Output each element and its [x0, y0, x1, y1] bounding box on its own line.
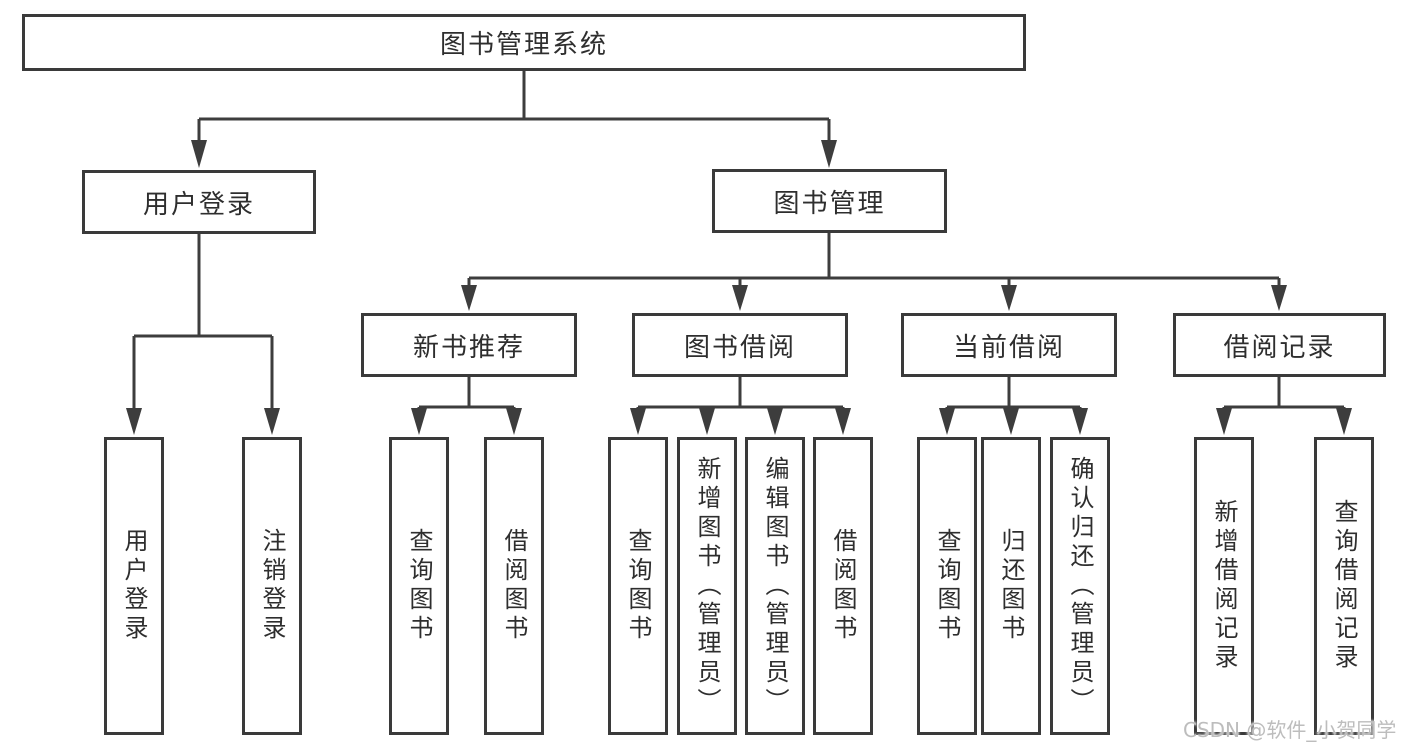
node-label: 编辑图书（管理员） [761, 455, 789, 717]
node-label: 图书管理系统 [439, 30, 608, 60]
arrowheads [126, 140, 1352, 435]
node-label: 借阅图书 [500, 528, 528, 644]
leaf-add-book-admin: 新增图书（管理员） [677, 437, 737, 735]
node-label: 查询借阅记录 [1330, 499, 1358, 673]
node-label: 用户登录 [120, 528, 148, 644]
leaf-query-books-recommend: 查询图书 [389, 437, 449, 735]
leaf-query-books-borrow: 查询图书 [608, 437, 668, 735]
node-label: 借阅图书 [829, 528, 857, 644]
node-library-system: 图书管理系统 [22, 14, 1026, 71]
node-label: 新书推荐 [412, 332, 525, 363]
leaf-borrow-books: 借阅图书 [813, 437, 873, 735]
node-label: 归还图书 [997, 528, 1025, 644]
leaf-query-borrow-record: 查询借阅记录 [1314, 437, 1374, 735]
node-label: 当前借阅 [952, 332, 1065, 363]
node-label: 新增图书（管理员） [693, 455, 721, 717]
node-label: 查询图书 [624, 528, 652, 644]
leaf-confirm-return-admin: 确认归还（管理员） [1050, 437, 1110, 735]
node-borrowing-records: 借阅记录 [1173, 313, 1386, 377]
leaf-edit-book-admin: 编辑图书（管理员） [745, 437, 805, 735]
leaf-add-borrow-record: 新增借阅记录 [1194, 437, 1254, 735]
node-book-borrowing: 图书借阅 [632, 313, 848, 377]
leaf-user-login: 用户登录 [104, 437, 164, 735]
node-current-borrowing: 当前借阅 [901, 313, 1117, 377]
leaf-borrow-books-recommend: 借阅图书 [484, 437, 544, 735]
node-label: 查询图书 [933, 528, 961, 644]
leaf-query-books-current: 查询图书 [917, 437, 977, 735]
node-label: 确认归还（管理员） [1066, 455, 1094, 717]
node-label: 图书借阅 [683, 332, 796, 363]
node-label: 查询图书 [405, 528, 433, 644]
node-label: 注销登录 [258, 528, 286, 644]
node-label: 用户登录 [142, 189, 255, 220]
node-user-login: 用户登录 [82, 170, 316, 234]
node-new-book-recommendation: 新书推荐 [361, 313, 577, 377]
node-book-management: 图书管理 [712, 169, 947, 233]
leaf-return-books: 归还图书 [981, 437, 1041, 735]
node-label: 图书管理 [773, 188, 886, 219]
node-label: 借阅记录 [1223, 332, 1336, 363]
leaf-logout: 注销登录 [242, 437, 302, 735]
node-label: 新增借阅记录 [1210, 499, 1238, 673]
watermark: CSDN @软件_小贺同学 [1183, 718, 1397, 742]
